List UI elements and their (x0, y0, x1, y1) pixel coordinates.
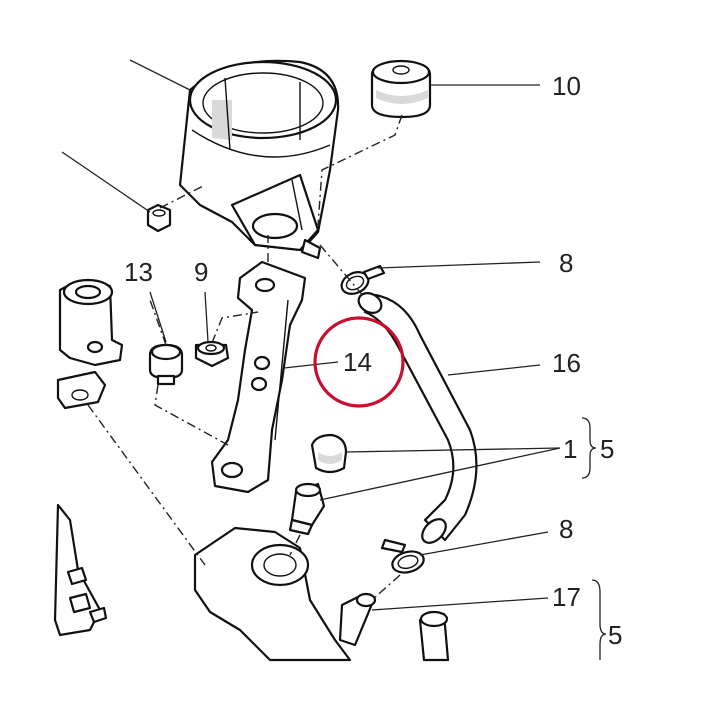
bolt-13 (148, 343, 184, 386)
group-braces (581, 417, 607, 660)
reservoir-cap (370, 59, 432, 119)
mounting-block (56, 278, 124, 410)
callout-8-upper: 8 (559, 248, 573, 278)
assembly-lines (87, 114, 403, 601)
hose-16 (357, 292, 478, 544)
callout-16: 16 (552, 348, 581, 378)
callout-13: 13 (124, 257, 153, 287)
reservoir (178, 59, 340, 260)
screw-9 (194, 340, 230, 368)
callout-10: 10 (552, 71, 581, 101)
callout-9: 9 (194, 257, 208, 287)
callout-8-lower: 8 (559, 514, 573, 544)
master-cylinder (193, 526, 450, 662)
leader-lines (61, 59, 561, 611)
lever-pivot (53, 503, 108, 637)
hose-clamp-lower (380, 538, 425, 574)
highlight-circle (313, 316, 405, 408)
bleed-cap (310, 433, 348, 474)
hex-nut (146, 203, 172, 233)
bleed-valve (288, 482, 326, 536)
callout-1: 1 (563, 434, 577, 464)
callout-5-upper: 5 (600, 434, 614, 464)
callout-5-lower: 5 (608, 620, 622, 650)
callout-17: 17 (552, 582, 581, 612)
bracket (210, 260, 307, 494)
callout-14: 14 (343, 347, 372, 377)
